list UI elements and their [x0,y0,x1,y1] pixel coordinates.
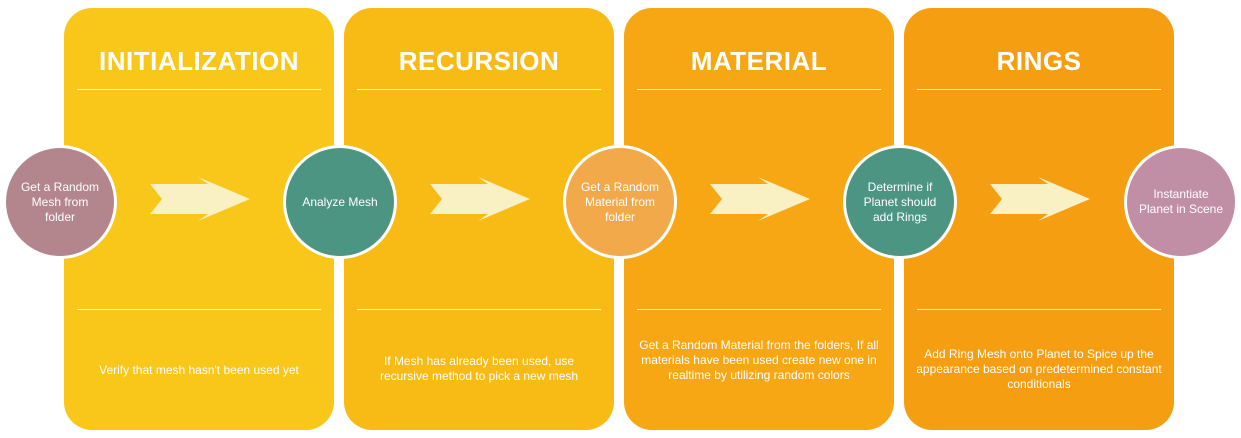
panel-description-material: Get a Random Material from the folders, … [639,338,879,382]
panel-divider-top [357,89,601,90]
panel-divider-top [917,89,1161,90]
panel-title-material: MATERIAL [690,46,828,76]
panel-description-rings: Add Ring Mesh onto Planet to Spice up th… [916,347,1162,391]
right-arrow-icon [150,177,250,221]
panel-divider-bottom [637,309,881,310]
right-arrow-icon [430,177,530,221]
node-get-random-material: Get a Random Material from folder [563,145,677,259]
panel-divider-bottom [917,309,1161,310]
node-get-random-mesh: Get a Random Mesh from folder [3,145,117,259]
right-arrow-icon [990,177,1090,221]
panel-description-recursion: If Mesh has already been used, use recur… [379,354,579,383]
node-analyze-mesh: Analyze Mesh [283,145,397,259]
right-arrow-icon [710,177,810,221]
node-determine-rings: Determine if Planet should add Rings [843,145,957,259]
panel-divider-top [77,89,321,90]
panel-title-recursion: RECURSION [398,46,560,76]
panel-divider-top [637,89,881,90]
panel-divider-bottom [357,309,601,310]
panel-title-rings: RINGS [996,46,1082,76]
panel-title-initialization: INITIALIZATION [98,46,300,76]
node-instantiate-planet: Instantiate Planet in Scene [1124,145,1238,259]
panel-description-initialization: Verify that mesh hasn't been used yet [99,363,299,377]
panel-divider-bottom [77,309,321,310]
